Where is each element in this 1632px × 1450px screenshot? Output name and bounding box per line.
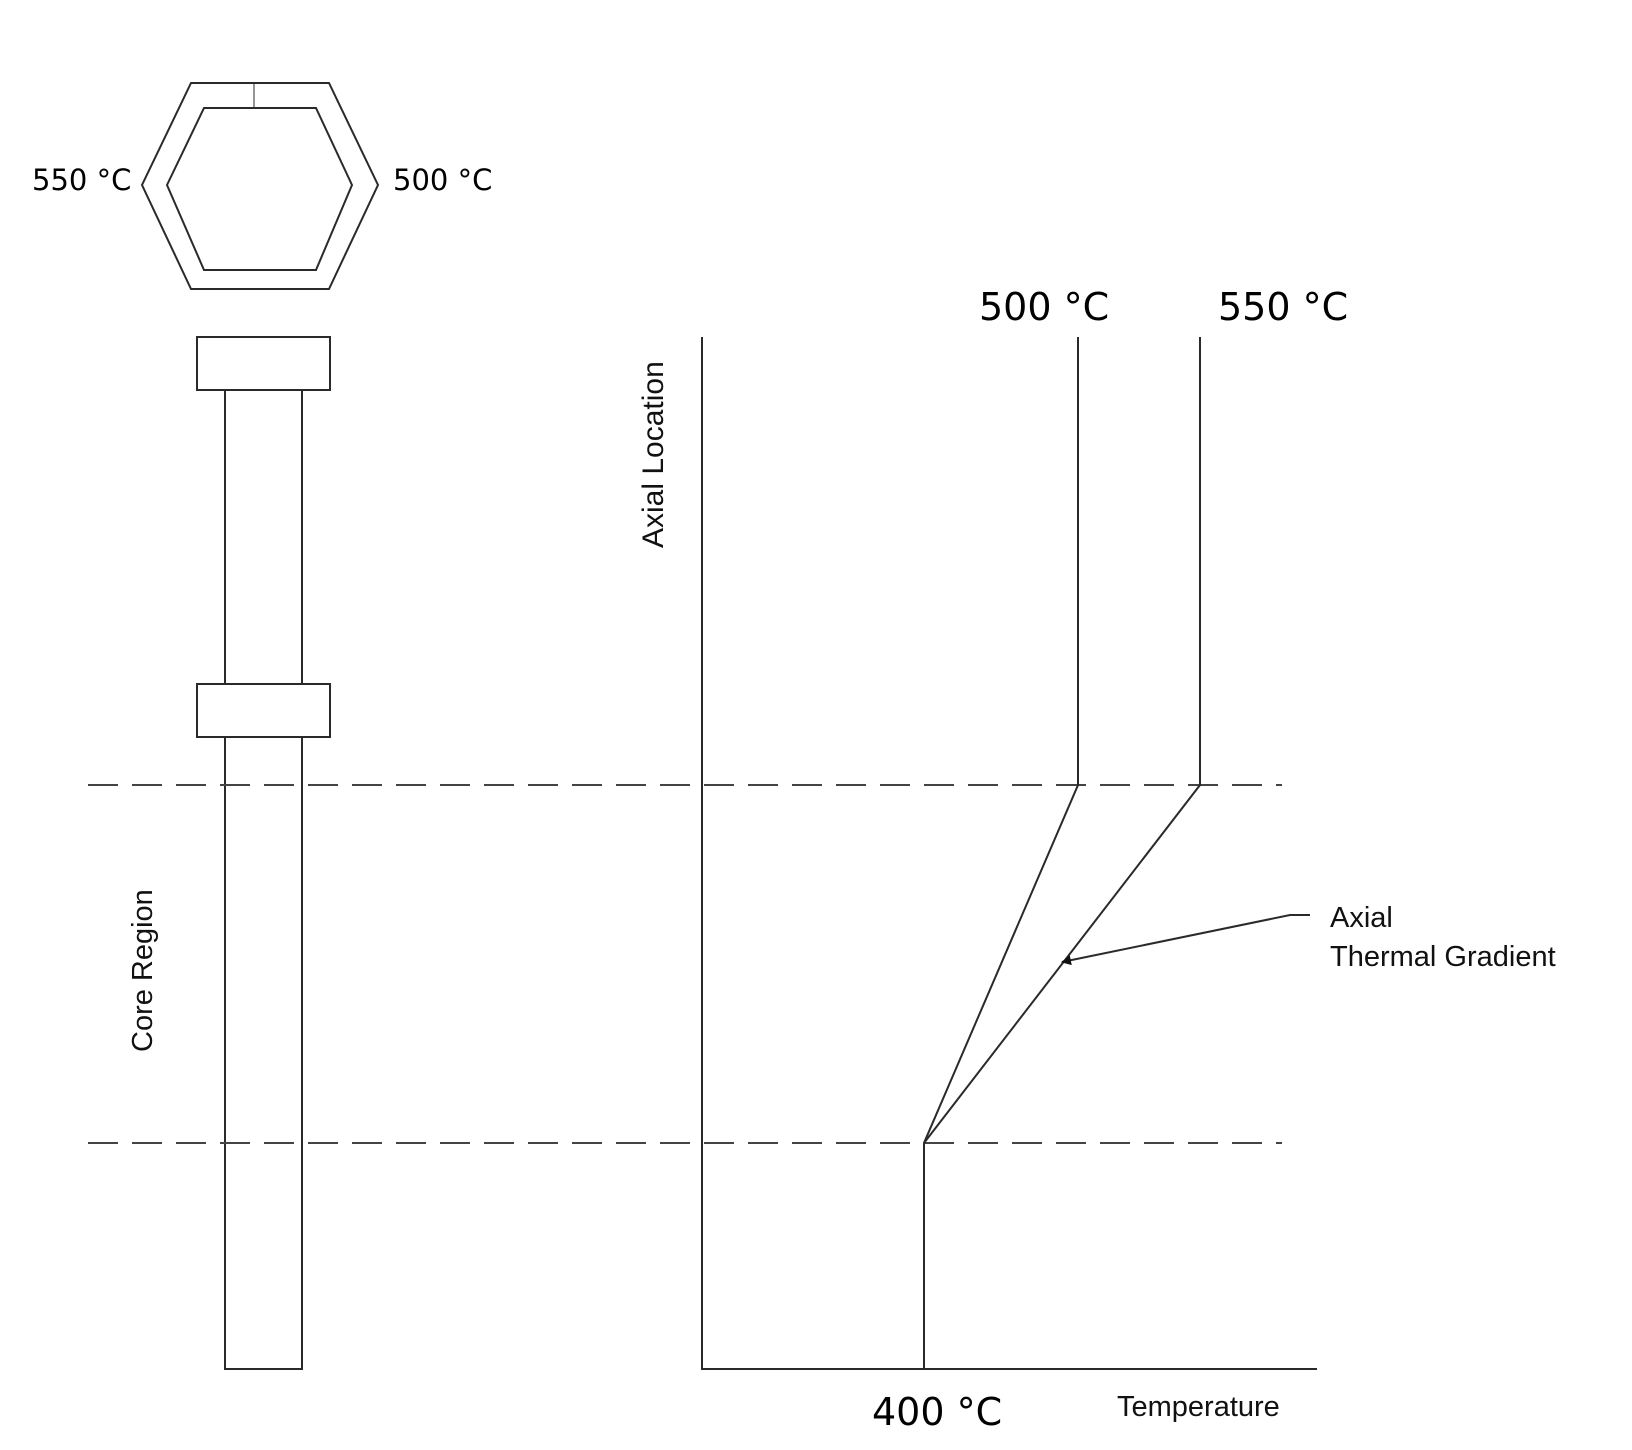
profile-550-label: 550 °C — [1218, 285, 1348, 329]
temperature-profile-plot: Axial Location Temperature 400 °C 500 °C… — [637, 285, 1556, 1434]
gradient-annotation-line1: Axial — [1330, 902, 1393, 934]
temperature-profile-500 — [923, 337, 1079, 1369]
y-axis-label: Axial Location — [637, 361, 670, 548]
plot-axes — [701, 337, 1317, 1370]
hex-inner-wall — [165, 107, 354, 271]
gradient-annotation-line2: Thermal Gradient — [1330, 941, 1556, 973]
assembly-top-pad — [196, 336, 331, 391]
hex-left-temperature: 550 °C — [32, 163, 131, 197]
profile-500-label: 500 °C — [979, 285, 1109, 329]
inlet-temperature-label: 400 °C — [872, 1390, 1002, 1434]
assembly-duct-lower — [224, 737, 303, 1370]
core-region-boundaries — [88, 784, 1282, 1144]
hex-outer-wall — [140, 82, 380, 290]
x-axis-label: Temperature — [1117, 1391, 1280, 1423]
hex-duct-cross-section: 550 °C 500 °C — [32, 82, 492, 290]
core-region-label: Core Region — [127, 889, 159, 1052]
temperature-profile-550 — [923, 337, 1201, 1144]
assembly-load-pad — [196, 683, 331, 738]
gradient-leader-arrow — [1061, 914, 1310, 966]
fuel-assembly-side-view: Core Region — [127, 336, 331, 1370]
hex-right-temperature: 500 °C — [393, 163, 492, 197]
